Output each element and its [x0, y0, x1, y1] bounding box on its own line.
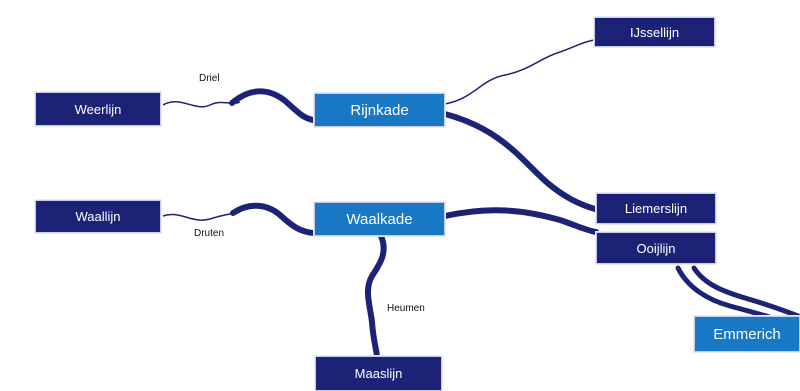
node-ijssellijn: IJssellijn [594, 17, 715, 47]
node-rijnkade: Rijnkade [314, 93, 445, 127]
node-ooijlijn: Ooijlijn [596, 232, 716, 264]
node-liemerslijn: Liemerslijn [596, 193, 716, 224]
connector-waalkade-ooijlijn [442, 207, 599, 235]
connector-waallijn-waalkade-thick [230, 202, 317, 236]
connector-weerlijn-rijnkade-thick [229, 88, 316, 123]
label-druten: Druten [194, 228, 225, 239]
label-heumen: Heumen [387, 303, 425, 314]
node-weerlijn: Weerlijn [35, 92, 161, 126]
connector-ooijlijn-emmerich-b [691, 265, 800, 319]
node-maaslijn: Maaslijn [315, 356, 442, 391]
connector-rijnkade-liemerslijn [442, 111, 598, 212]
node-emmerich: Emmerich [694, 316, 800, 352]
node-waallijn: Waallijn [35, 200, 161, 233]
label-driel: Driel [199, 73, 220, 84]
connector-waallijn-waalkade-thin [162, 211, 241, 221]
connector-waalkade-maaslijn [364, 233, 387, 359]
connector-ooijlijn-emmerich-a [675, 265, 775, 321]
node-waalkade: Waalkade [314, 202, 445, 236]
connector-rijnkade-ijssellijn [444, 39, 595, 105]
connector-weerlijn-rijnkade-thin [162, 101, 241, 108]
